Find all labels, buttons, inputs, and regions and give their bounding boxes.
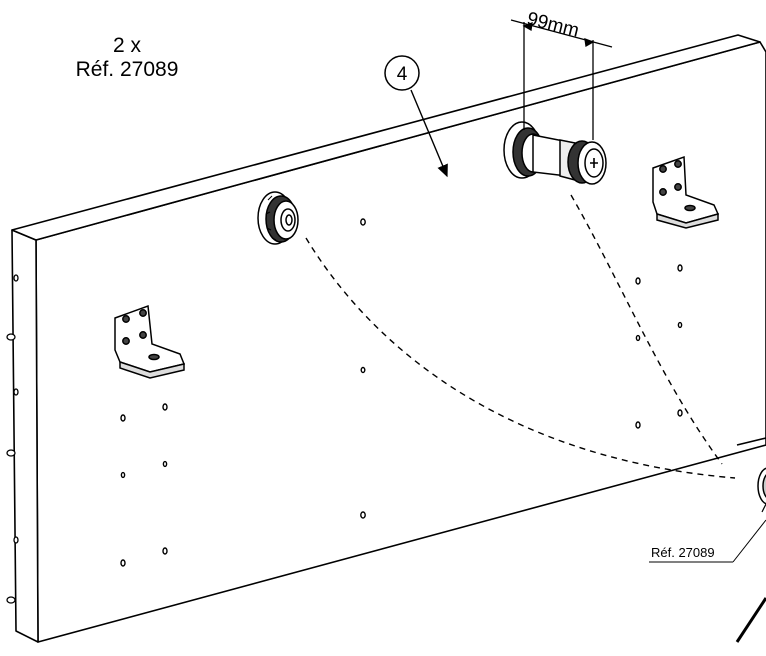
- detail-reference-label: Réf. 27089: [651, 545, 715, 560]
- l-bracket-left: [114, 304, 186, 379]
- adjustable-foot-left: [257, 191, 299, 245]
- callout-4: 4: [384, 55, 448, 178]
- mounting-holes: [120, 218, 683, 567]
- detail-foot: [735, 467, 766, 643]
- quantity-reference-block: 2 x Réf. 27089: [52, 34, 202, 82]
- l-bracket-right: [652, 155, 720, 229]
- adjustable-foot-right: [503, 121, 607, 185]
- reference-label: Réf. 27089: [75, 58, 179, 81]
- callout-number: 4: [397, 64, 408, 85]
- dimension-99mm: [510, 19, 613, 140]
- quantity-label: 2 x: [112, 34, 141, 57]
- wall-panel: [11, 34, 766, 643]
- movement-paths: [305, 194, 736, 479]
- dimension-label: 99mm: [525, 8, 581, 41]
- edge-screws: [6, 274, 19, 604]
- detail-reference: Réf. 27089: [649, 519, 766, 563]
